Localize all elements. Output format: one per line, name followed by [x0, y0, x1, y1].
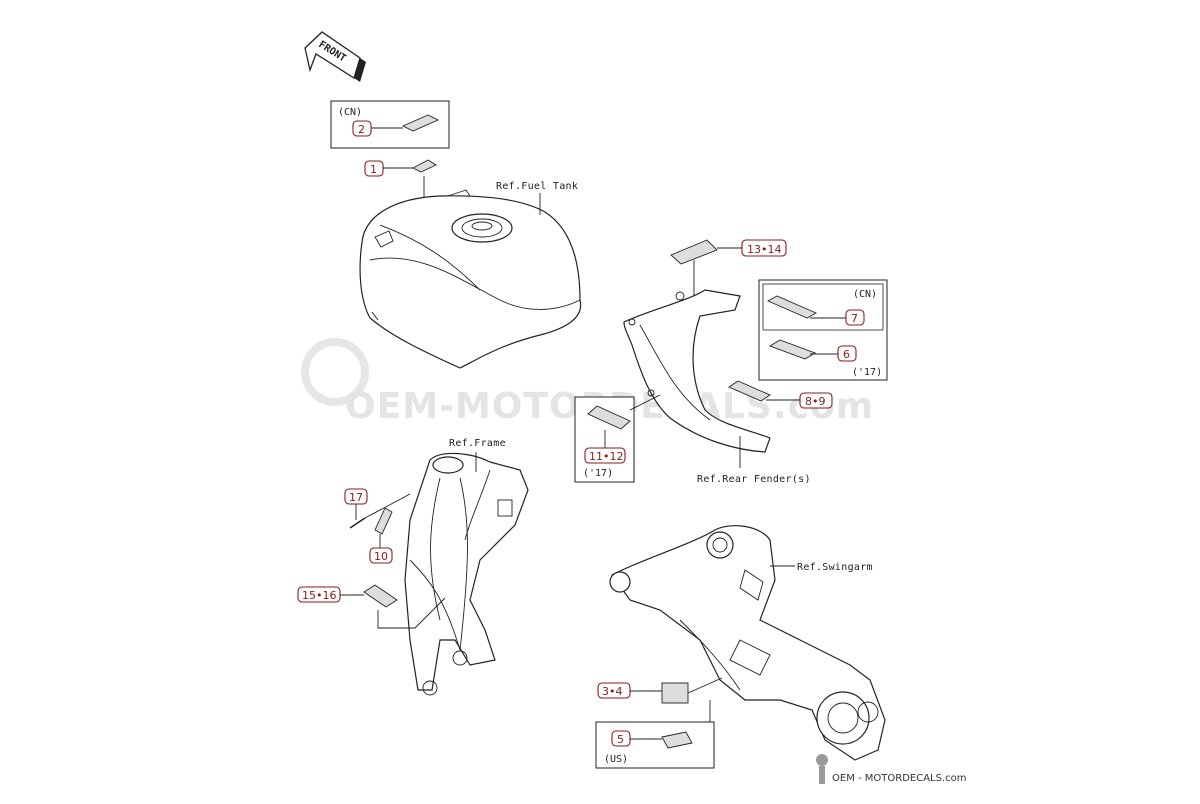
decal-3-4 [661, 682, 689, 704]
callout-1[interactable]: 1 [370, 163, 377, 176]
callout-6-box[interactable] [837, 345, 857, 362]
callout-2-box[interactable] [352, 120, 372, 137]
callout-8-9[interactable]: 8•9 [805, 395, 826, 408]
ref-rear-fender: Ref.Rear Fender(s) [697, 474, 811, 485]
callout-5[interactable]: 5 [617, 733, 624, 746]
callout-10-box[interactable] [369, 547, 393, 564]
callout-17[interactable]: 17 [349, 491, 363, 504]
decal-2 [401, 114, 440, 132]
callout-3-4[interactable]: 3•4 [602, 685, 623, 698]
decal-8-9 [728, 380, 771, 402]
callout-15-16[interactable]: 15•16 [302, 589, 336, 602]
callout-group-13-14: 13•14 [670, 239, 787, 300]
callout-group-15-16: 15•16 [297, 584, 446, 629]
right-box-6-7: (CN) 7 6 ('17) [758, 279, 888, 381]
callout-8-9-box[interactable] [799, 392, 833, 409]
decal-5 [661, 731, 693, 749]
rear-fender: Ref.Rear Fender(s) [623, 289, 811, 485]
ref-frame: Ref.Frame [449, 438, 506, 449]
fuel-tank: Ref.Fuel Tank [359, 181, 582, 369]
callout-group-17: 17 [344, 488, 411, 529]
ref-swingarm: Ref.Swingarm [797, 562, 873, 573]
brand-footer: OEM - MOTORDECALS.com [816, 754, 967, 784]
callout-2[interactable]: 2 [358, 123, 365, 136]
callout-11-12-box[interactable] [584, 447, 626, 464]
callout-10[interactable]: 10 [374, 550, 388, 563]
callout-13-14-box[interactable] [741, 239, 787, 257]
us-note: (US) [604, 754, 628, 765]
callout-7[interactable]: 7 [851, 312, 858, 325]
decal-7 [766, 295, 818, 319]
us-box-5: 5 (US) [595, 700, 715, 769]
frame: Ref.Frame [404, 438, 529, 696]
callout-group-10: 10 [369, 507, 393, 564]
callout-group-3-4: 3•4 [597, 677, 723, 704]
brand-footer-text: OEM - MOTORDECALS.com [832, 773, 967, 784]
decal-1 [412, 159, 437, 173]
callout-15-16-box[interactable] [297, 586, 341, 603]
callout-11-12[interactable]: 11•12 [589, 450, 623, 463]
cn-note-top: (CN) [338, 107, 362, 118]
callout-group-8-9: 8•9 [728, 380, 833, 409]
y17-note-right: ('17) [852, 367, 882, 378]
cn-box-top: (CN) 2 [330, 100, 450, 149]
callout-3-4-box[interactable] [597, 682, 631, 699]
ref-fuel-tank: Ref.Fuel Tank [496, 181, 578, 192]
callout-1-box[interactable] [364, 160, 384, 177]
decal-15-16 [363, 584, 398, 608]
cn-note-right: (CN) [853, 289, 877, 300]
decal-11-12 [587, 405, 631, 430]
callout-group-1: 1 [364, 159, 437, 210]
y17-note-mid: ('17) [583, 468, 613, 479]
decal-10 [374, 507, 393, 535]
decal-13-14 [670, 239, 718, 265]
decal-6 [768, 339, 817, 360]
callout-7-box[interactable] [845, 309, 865, 326]
callout-13-14[interactable]: 13•14 [747, 243, 781, 256]
swingarm: Ref.Swingarm [609, 525, 886, 761]
callout-6[interactable]: 6 [843, 348, 850, 361]
callout-5-box[interactable] [611, 730, 631, 747]
front-arrow-icon: FRONT [304, 31, 366, 82]
box-11-12: 11•12 ('17) [574, 394, 661, 483]
